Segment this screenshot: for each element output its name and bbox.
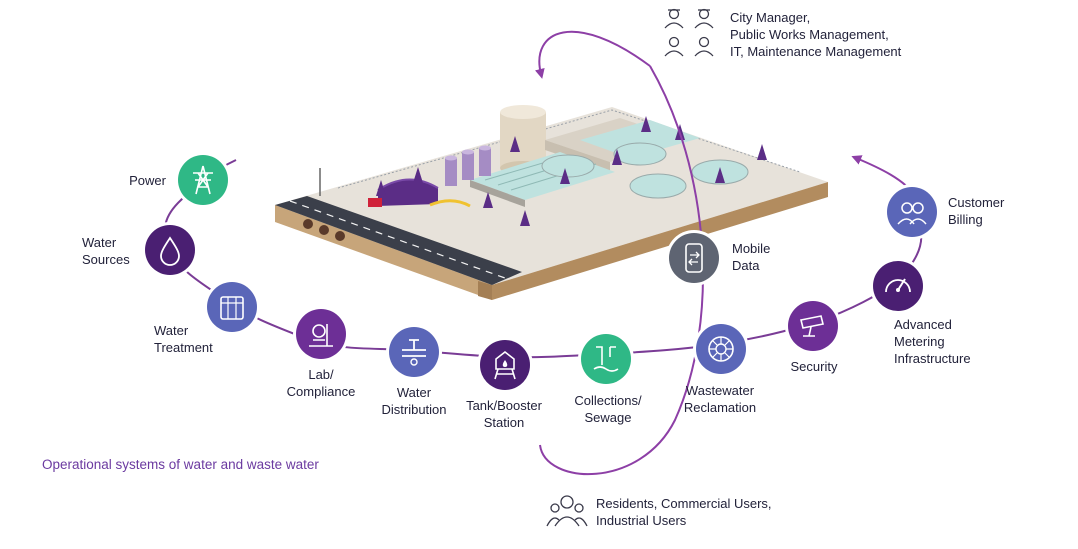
water-drop-icon (160, 236, 180, 266)
stakeholder-line: Public Works Management, (730, 27, 889, 42)
node-label-line: Advanced (894, 317, 952, 332)
label-water-sources: Water Sources (82, 234, 130, 268)
node-label-line: Distribution (381, 402, 447, 417)
node-label-line: Mobile (732, 241, 771, 256)
node-circle (581, 334, 631, 384)
node-label-line: Collections/ (574, 393, 642, 408)
node-customer-billing (884, 184, 940, 240)
node-label-line: Water (154, 323, 189, 338)
node-collections-sewage (578, 331, 634, 387)
stakeholder-line: Industrial Users (596, 513, 687, 528)
node-label-line: Power (129, 173, 166, 188)
node-label-line: Water (82, 235, 117, 250)
mobile-phone-icon (685, 243, 703, 273)
diagram-caption: Operational systems of water and waste w… (42, 457, 319, 472)
sewage-pipe-icon (593, 346, 619, 372)
stakeholders-top-label: City Manager, Public Works Management, I… (730, 9, 901, 60)
stakeholders-bottom-label: Residents, Commercial Users, Industrial … (596, 495, 772, 529)
label-security: Security (772, 358, 856, 375)
node-label-line: Sources (82, 252, 130, 267)
node-label-line: Security (790, 359, 838, 374)
node-label-line: Billing (948, 212, 983, 227)
node-label-line: Sewage (584, 410, 632, 425)
node-mobile-data (666, 230, 722, 286)
label-customer-billing: Customer Billing (948, 194, 1004, 228)
label-lab-compliance: Lab/ Compliance (270, 366, 372, 400)
node-water-sources (142, 222, 198, 278)
node-water-treatment (204, 279, 260, 335)
customers-icon (897, 202, 927, 225)
stakeholder-line: IT, Maintenance Management (730, 44, 902, 59)
node-circle (887, 187, 937, 237)
node-circle (145, 225, 195, 275)
node-ami (870, 258, 926, 314)
residents-people-icon (546, 495, 588, 527)
node-wastewater-reclamation (693, 321, 749, 377)
node-circle (296, 309, 346, 359)
water-plant-illustration (275, 105, 828, 300)
node-label-line: Treatment (154, 340, 213, 355)
label-power: Power (100, 172, 166, 189)
node-circle (669, 233, 719, 283)
stakeholder-loop (539, 65, 704, 476)
node-label-line: Water (396, 385, 432, 400)
label-wastewater-reclamation: Wastewater Reclamation (668, 382, 772, 416)
stakeholder-line: City Manager, (730, 10, 811, 25)
node-circle (873, 261, 923, 311)
node-circle (207, 282, 257, 332)
label-tank-booster: Tank/Booster Station (452, 397, 556, 431)
node-power (175, 152, 231, 208)
node-security (785, 298, 841, 354)
node-label-line: Customer (948, 195, 1005, 210)
power-tower-icon (193, 165, 213, 195)
valve-icon (402, 339, 426, 366)
label-mobile-data: Mobile Data (732, 240, 770, 274)
node-water-distribution (386, 324, 442, 380)
node-label-line: Compliance (286, 384, 356, 399)
node-label-line: Lab/ (308, 367, 334, 382)
reclamation-wheel-icon (708, 336, 734, 362)
water-tower-icon (494, 350, 516, 380)
label-water-treatment: Water Treatment (154, 322, 213, 356)
staff-people-icon (664, 8, 714, 57)
label-water-distribution: Water Distribution (362, 384, 466, 418)
label-collections-sewage: Collections/ Sewage (556, 392, 660, 426)
node-label-line: Infrastructure (894, 351, 971, 366)
meter-gauge-icon (885, 278, 911, 293)
node-circle (389, 327, 439, 377)
stakeholder-loop-arrow (534, 30, 651, 79)
microscope-icon (309, 324, 333, 347)
node-label-line: Metering (894, 334, 945, 349)
label-ami: Advanced Metering Infrastructure (894, 316, 971, 367)
node-label-line: Reclamation (683, 400, 757, 415)
node-label-line: Wastewater (685, 383, 755, 398)
system-nodes (142, 152, 940, 393)
water-tank-icon (220, 296, 244, 320)
node-lab-compliance (293, 306, 349, 362)
node-label-line: Station (483, 415, 525, 430)
node-tank-booster (477, 337, 533, 393)
stakeholder-line: Residents, Commercial Users, (596, 496, 772, 511)
node-label-line: Data (732, 258, 760, 273)
node-label-line: Tank/Booster (466, 398, 542, 413)
security-camera-icon (800, 315, 824, 337)
node-circle (696, 324, 746, 374)
